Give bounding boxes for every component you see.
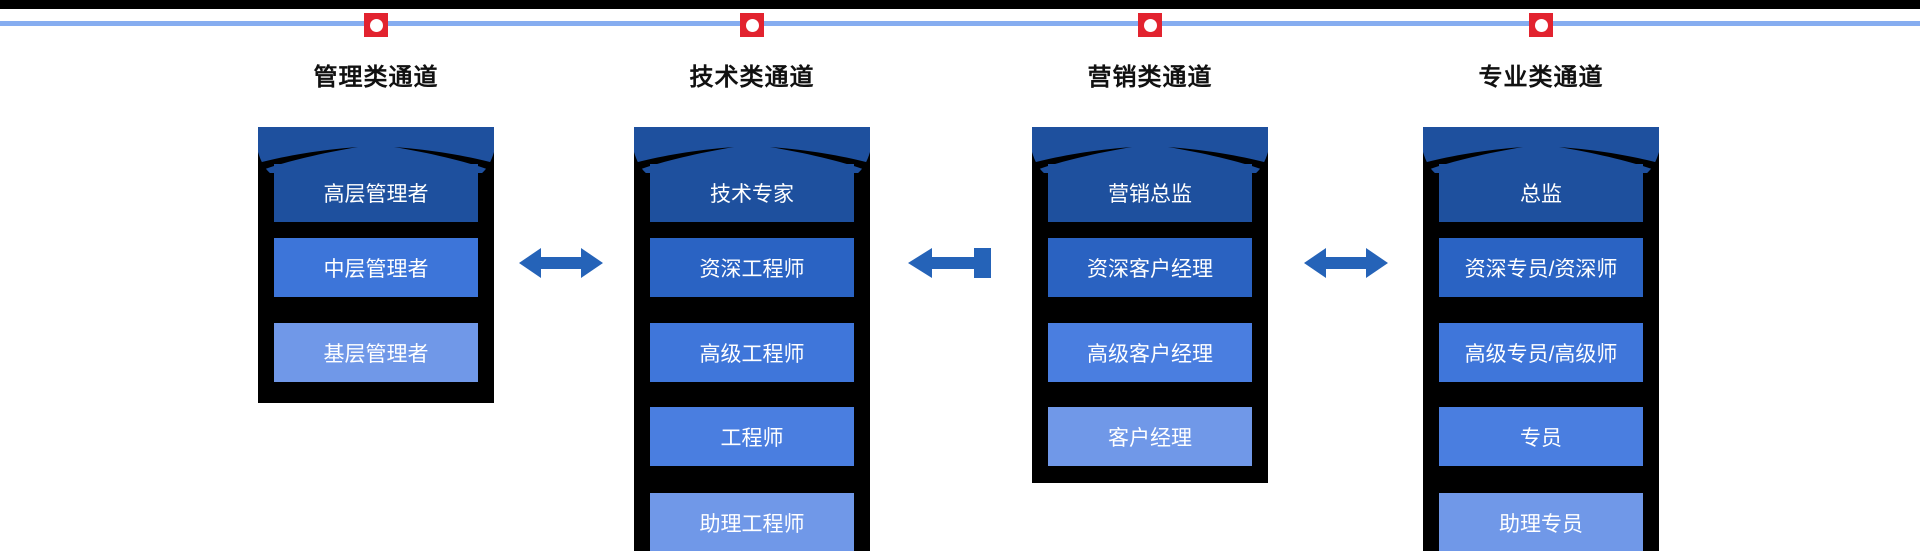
- level-label: 基层管理者: [323, 342, 429, 366]
- level-label: 技术专家: [710, 183, 794, 206]
- channel-title: 技术类通道: [689, 64, 815, 91]
- level-box: 资深专员/资深师: [1439, 238, 1643, 297]
- level-box: 工程师: [650, 407, 854, 466]
- timeline-line: [0, 21, 1920, 26]
- channel-title: 管理类通道: [313, 64, 439, 91]
- level-box: 基层管理者: [274, 323, 478, 382]
- channel-title: 专业类通道: [1478, 64, 1604, 91]
- level-box: 专员: [1439, 407, 1643, 466]
- roof-swoosh-icon: [1423, 147, 1659, 174]
- level-label: 助理工程师: [699, 512, 805, 536]
- level-label: 资深工程师: [699, 257, 805, 281]
- level-label: 资深客户经理: [1087, 257, 1213, 281]
- level-box: 高级工程师: [650, 323, 854, 382]
- level-label: 资深专员/资深师: [1464, 257, 1618, 281]
- marker-dot-icon: [369, 18, 383, 32]
- timeline-marker-icon: [364, 13, 388, 37]
- channel-management: 管理类通道 高层管理者 中层管理者 基层管理者: [258, 0, 494, 551]
- marker-dot-icon: [745, 18, 759, 32]
- channel-professional: 专业类通道 总监 资深专员/资深师 高级专员/高级师 专员 助理专员: [1423, 0, 1659, 551]
- level-box: 高级专员/高级师: [1439, 323, 1643, 382]
- level-box: 中层管理者: [274, 238, 478, 297]
- level-box: 资深客户经理: [1048, 238, 1252, 297]
- level-label: 专员: [1520, 426, 1562, 450]
- timeline-marker-icon: [740, 13, 764, 37]
- level-box: 总监: [1439, 164, 1643, 222]
- level-box: 助理工程师: [650, 493, 854, 551]
- marker-dot-icon: [1534, 18, 1548, 32]
- top-black-bar: [0, 0, 1920, 9]
- timeline-marker-icon: [1138, 13, 1162, 37]
- level-box: 助理专员: [1439, 493, 1643, 551]
- level-label: 营销总监: [1108, 183, 1192, 206]
- left-arrow-icon: [908, 248, 991, 278]
- level-label: 工程师: [720, 426, 784, 450]
- level-label: 助理专员: [1499, 512, 1583, 536]
- level-label: 高级客户经理: [1087, 342, 1213, 366]
- roof-swoosh-icon: [1032, 147, 1268, 174]
- marker-dot-icon: [1143, 18, 1157, 32]
- level-label: 高层管理者: [323, 183, 429, 206]
- double-arrow-icon: [1304, 248, 1388, 278]
- channel-title: 营销类通道: [1087, 64, 1213, 91]
- level-box: 客户经理: [1048, 407, 1252, 466]
- channel-marketing: 营销类通道 营销总监 资深客户经理 高级客户经理 客户经理: [1032, 0, 1268, 551]
- level-box: 高级客户经理: [1048, 323, 1252, 382]
- level-label: 总监: [1520, 183, 1562, 206]
- double-arrow-icon: [519, 248, 603, 278]
- level-label: 客户经理: [1108, 426, 1192, 450]
- roof-swoosh-icon: [258, 147, 494, 174]
- level-box: 营销总监: [1048, 164, 1252, 222]
- roof-swoosh-icon: [634, 147, 870, 174]
- level-label: 高级工程师: [699, 342, 805, 366]
- level-box: 技术专家: [650, 164, 854, 222]
- timeline-marker-icon: [1529, 13, 1553, 37]
- channel-technical: 技术类通道 技术专家 资深工程师 高级工程师 工程师 助理工程师: [634, 0, 870, 551]
- level-box: 高层管理者: [274, 164, 478, 222]
- level-label: 中层管理者: [323, 257, 429, 281]
- level-label: 高级专员/高级师: [1464, 342, 1618, 366]
- level-box: 资深工程师: [650, 238, 854, 297]
